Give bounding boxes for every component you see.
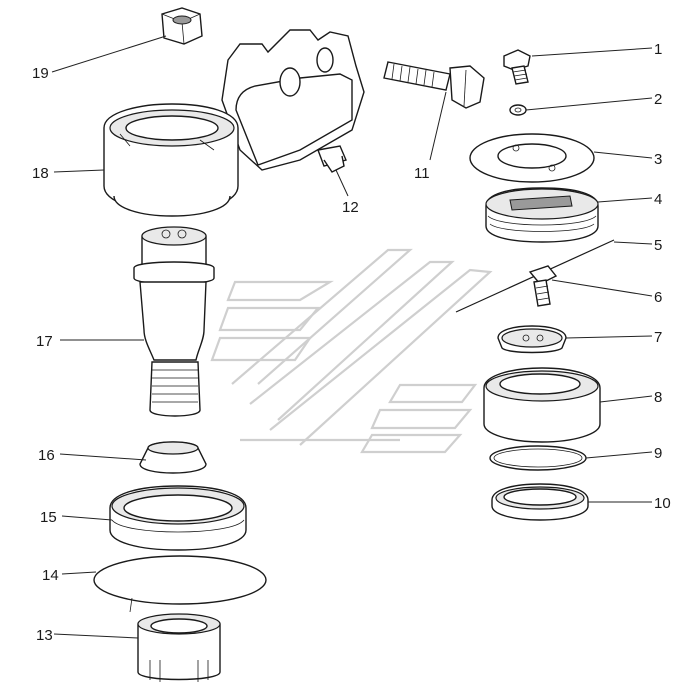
leader-8 — [599, 395, 653, 403]
callout-18: 18 — [32, 165, 49, 182]
part-7-seat-cap — [497, 325, 567, 354]
part-2-washer — [509, 104, 527, 116]
part-16-dust-cap — [139, 441, 207, 474]
leader-18 — [53, 169, 105, 173]
callout-labels: 1 2 3 4 5 6 7 8 9 10 11 12 13 14 15 16 1… — [32, 41, 671, 644]
watermark-logo — [210, 248, 493, 454]
callout-11: 11 — [414, 165, 430, 182]
part-19-hex-nut — [161, 7, 203, 45]
leader-19 — [51, 35, 167, 73]
callout-5: 5 — [654, 237, 662, 254]
callout-4: 4 — [654, 191, 662, 208]
part-18-tie-rod-end — [103, 29, 365, 217]
part-11-bolt — [383, 61, 485, 109]
part-14-retaining-ring — [93, 555, 267, 613]
callout-10: 10 — [654, 495, 671, 512]
part-8-bushing — [483, 367, 601, 443]
callout-13: 13 — [36, 627, 53, 644]
leader-7 — [565, 335, 653, 339]
leader-15 — [61, 515, 113, 521]
part-9-o-ring — [489, 445, 587, 471]
callout-2: 2 — [654, 91, 662, 108]
part-12-grease-fitting — [317, 145, 347, 173]
part-13-castle-nut — [137, 613, 221, 682]
callout-16: 16 — [38, 447, 55, 464]
leader-9 — [585, 451, 653, 459]
leader-13 — [53, 633, 139, 639]
part-10-ring — [491, 483, 589, 521]
leader-12 — [335, 169, 349, 197]
leader-6 — [551, 279, 653, 297]
callout-14: 14 — [42, 567, 59, 584]
callout-1: 1 — [654, 41, 662, 58]
part-4-threaded-plug — [485, 187, 599, 243]
leader-1 — [531, 47, 653, 57]
callout-19: 19 — [32, 65, 49, 82]
part-1-small-bolt — [503, 49, 531, 85]
part-15-boot-ring — [109, 485, 247, 551]
part-3-cover-plate — [469, 133, 595, 183]
callout-17: 17 — [36, 333, 53, 350]
part-17-ball-pin — [133, 226, 215, 417]
leader-11 — [429, 91, 447, 161]
callout-8: 8 — [654, 389, 662, 406]
leader-3 — [593, 151, 653, 159]
leader-14 — [61, 571, 97, 575]
callout-15: 15 — [40, 509, 57, 526]
callout-9: 9 — [654, 445, 662, 462]
leader-4 — [597, 197, 653, 203]
part-6-screw — [528, 265, 558, 307]
callout-6: 6 — [654, 289, 662, 306]
leader-5 — [613, 241, 653, 245]
leader-16 — [59, 453, 147, 461]
callout-12: 12 — [342, 199, 359, 216]
callout-7: 7 — [654, 329, 662, 346]
callout-3: 3 — [654, 151, 662, 168]
leader-lines — [51, 35, 653, 639]
leader-2 — [525, 97, 653, 111]
